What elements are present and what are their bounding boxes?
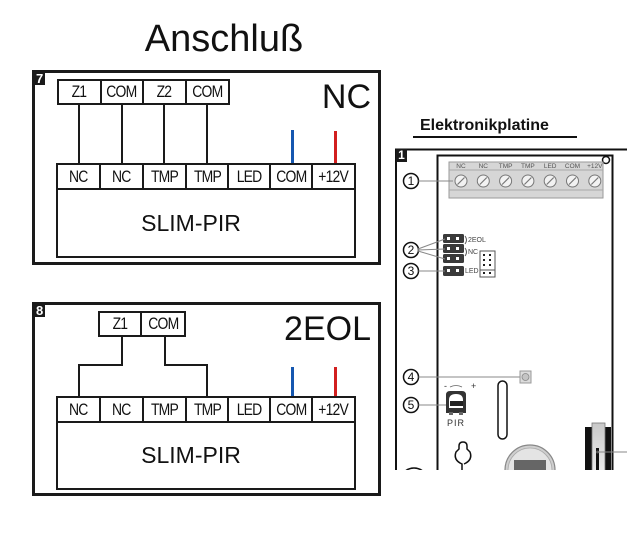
wire-12v-red (334, 367, 337, 397)
terminal-tmp: TMP (144, 165, 187, 188)
tamper-switch (585, 422, 627, 470)
callout-3: 3 (407, 264, 415, 278)
jumper-label-nc: NC (468, 249, 479, 256)
control-panel-terminals: Z1 COM Z2 COM (57, 79, 230, 105)
terminal-z1: Z1 (59, 81, 102, 103)
device-body: SLIM-PIR (56, 190, 356, 258)
terminal-screw-icon (588, 174, 602, 188)
terminal-tmp: TMP (187, 165, 229, 188)
pcb-terminal-label: NC (479, 163, 489, 170)
wire-z1-nc (78, 364, 80, 397)
pot-plus: + (471, 381, 477, 391)
terminal-block (448, 161, 604, 199)
wiring-panel-2eol: 8 2EOL Z1 COM NC NC TMP TMP LED COM +12V… (32, 302, 381, 496)
wire-z1-horizontal (78, 364, 123, 366)
terminal-com: COM (102, 81, 144, 103)
led-icon (519, 370, 532, 384)
terminal-screw-icon (521, 174, 535, 188)
device-body: SLIM-PIR (56, 423, 356, 490)
terminal-z1: Z1 (100, 313, 143, 335)
pcb-terminal-label: TMP (521, 163, 535, 170)
pcb-terminal-labels: NC NC TMP TMP LED COM +12V (456, 163, 603, 170)
pcb-title: Elektronikplatine (420, 117, 549, 134)
terminal-nc: NC (101, 398, 144, 421)
pot-minus: - (444, 381, 447, 391)
terminal-screws (454, 174, 602, 188)
terminal-nc: NC (58, 398, 101, 421)
detector-terminals: NC NC TMP TMP LED COM +12V (56, 163, 356, 190)
pot-label-pir: PIR (447, 418, 466, 428)
wire-z1-nc (78, 104, 80, 164)
page-title: Anschluß (144, 18, 304, 60)
figure-number: 8 (34, 303, 46, 318)
terminal-nc: NC (58, 165, 101, 188)
callout-5: 5 (407, 398, 415, 412)
mode-label: 2EOL (284, 310, 371, 348)
terminal-screw-icon (454, 174, 468, 188)
jumper-label-2eol: 2EOL (468, 237, 486, 244)
terminal-screw-icon (566, 174, 579, 188)
terminal-screw-icon (499, 174, 513, 188)
pir-sensor (504, 444, 556, 470)
wire-com-blue (291, 367, 294, 397)
jumper-block (443, 234, 467, 276)
wire-com-down (164, 336, 166, 366)
wire-12v-red (334, 131, 337, 164)
terminal-tmp: TMP (144, 398, 187, 421)
terminal-com: COM (271, 398, 313, 421)
board-slot (497, 380, 508, 440)
terminal-com: COM (271, 165, 313, 188)
wire-com-tmp (206, 364, 208, 397)
wire-z1-down (121, 336, 123, 366)
terminal-tmp: TMP (187, 398, 229, 421)
terminal-12v: +12V (318, 166, 349, 186)
jumper-settings-legend (479, 250, 496, 278)
mounting-keyhole (454, 441, 472, 470)
terminal-com: COM (147, 314, 179, 333)
wire-z2-tmp (163, 104, 165, 164)
wire-com-tmp (206, 104, 208, 164)
callout-2: 2 (407, 243, 415, 257)
pcb-title-underline (413, 136, 577, 138)
callout-4: 4 (407, 370, 415, 384)
detector-terminals: NC NC TMP TMP LED COM +12V (56, 396, 356, 423)
terminal-led: LED (229, 165, 271, 188)
pcb-board (436, 154, 614, 470)
control-panel-terminals: Z1 COM (98, 311, 186, 337)
pir-potentiometer-icon (446, 385, 466, 415)
terminal-nc: NC (101, 165, 144, 188)
terminal-screw-icon (476, 174, 490, 188)
pcb-terminal-label: TMP (499, 163, 513, 170)
terminal-led: LED (229, 398, 271, 421)
board-hole (405, 467, 423, 470)
wire-com-horizontal (164, 364, 208, 366)
wiring-panel-nc: 7 NC Z1 COM Z2 COM NC NC TMP TMP LED COM… (32, 70, 381, 265)
pcb-terminal-label: COM (565, 163, 580, 170)
pcb-corner-hole (601, 155, 611, 165)
terminal-z2: Z2 (144, 81, 187, 103)
terminal-screw-icon (543, 174, 557, 188)
pcb-terminal-label: NC (456, 163, 466, 170)
terminal-12v: +12V (318, 399, 349, 419)
callout-1: 1 (407, 174, 415, 188)
pcb-terminal-label: +12V (587, 163, 603, 170)
terminal-com: COM (192, 82, 223, 101)
pcb-terminal-label: LED (544, 163, 557, 170)
wire-com-blue (291, 130, 294, 164)
figure-number: 7 (34, 71, 46, 86)
jumper-label-led: LED (465, 268, 479, 275)
pcb-figure-number: 1 (396, 149, 407, 162)
wire-com-nc (121, 104, 123, 164)
mode-label: NC (321, 78, 371, 116)
